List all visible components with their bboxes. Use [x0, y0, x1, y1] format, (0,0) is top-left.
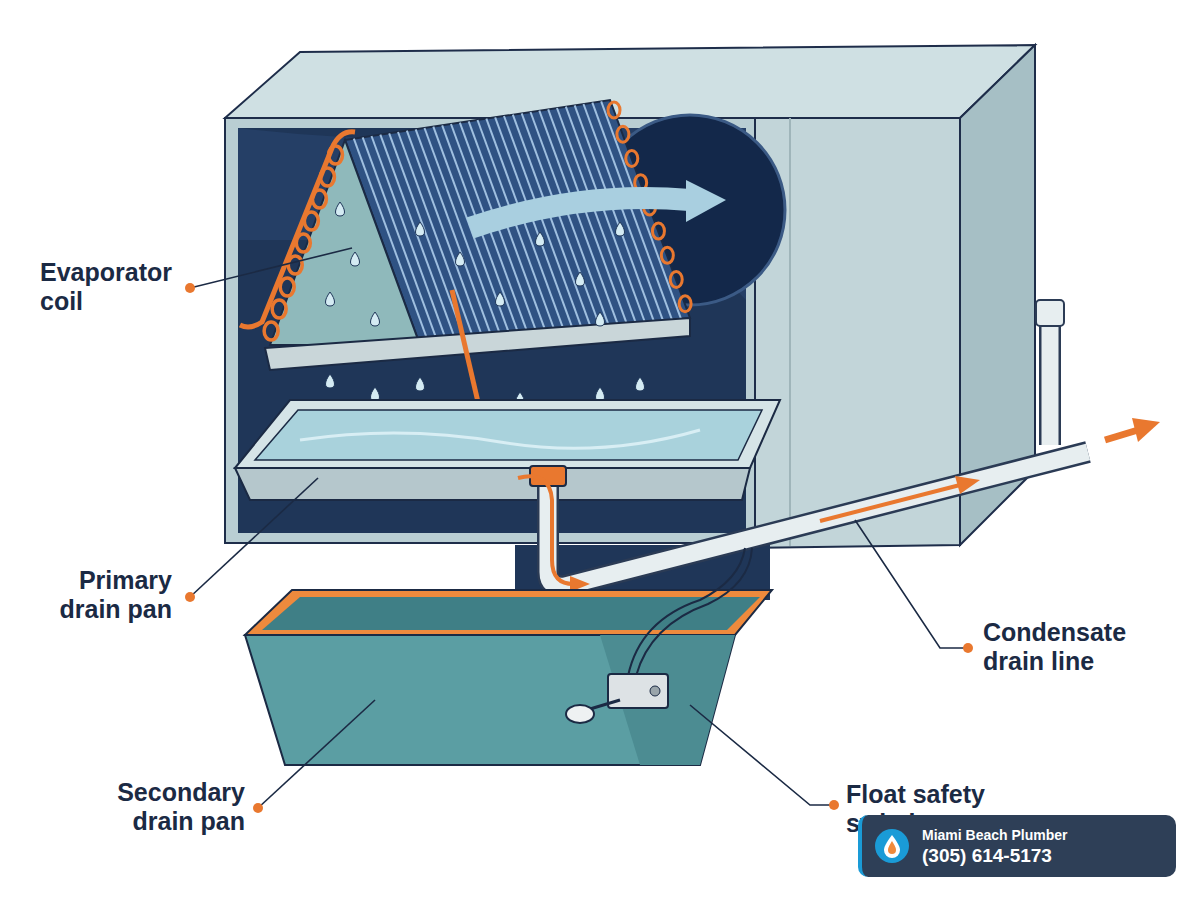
switch-screw — [650, 686, 660, 696]
water-drop — [326, 292, 335, 306]
leader-line — [690, 705, 834, 805]
tube-bend — [280, 278, 294, 296]
tube-bend — [670, 272, 682, 288]
badge-logo — [874, 828, 910, 864]
water-ripple — [300, 430, 700, 448]
leader-dot — [829, 800, 839, 810]
part-label: Primary drain pan — [50, 566, 172, 624]
switch-wire — [628, 548, 745, 676]
riser-cap — [1036, 300, 1064, 326]
phone-number: (305) 614-5173 — [922, 844, 1166, 867]
float-switch-body — [608, 674, 668, 708]
primary-pan-rim — [235, 400, 780, 468]
tube-bend — [626, 150, 638, 166]
water-drop — [336, 202, 345, 216]
leader-dot — [963, 643, 973, 653]
coil-fin — [601, 101, 681, 319]
pipe-outline — [548, 452, 1088, 586]
tube-bend — [264, 322, 278, 340]
water-drop — [616, 222, 625, 236]
float — [566, 705, 594, 723]
water-drop — [351, 252, 360, 266]
water-drop — [371, 387, 380, 401]
leader-line — [855, 520, 968, 648]
tube-bend — [272, 300, 286, 318]
leader-dot — [253, 803, 263, 813]
switch-wire — [636, 548, 752, 676]
logo-flame — [888, 841, 896, 854]
coil-fin — [398, 132, 474, 340]
contact-badge: Miami Beach Plumber(305) 614-5173 — [858, 815, 1176, 877]
coil-fin — [584, 104, 664, 321]
primary-pan-water — [255, 410, 762, 460]
water-drop — [496, 292, 505, 306]
water-drop — [416, 377, 425, 391]
company-name: Miami Beach Plumber — [922, 827, 1166, 844]
condensate-pipe — [548, 452, 1088, 586]
water-drop — [636, 377, 645, 391]
outlet-arrow — [1105, 430, 1138, 440]
flow-path — [518, 476, 575, 584]
leader-line — [258, 700, 375, 808]
water-drop — [326, 374, 335, 388]
cabinet-top — [225, 45, 1035, 118]
tube-bend — [288, 256, 302, 274]
tube-bend — [652, 223, 664, 239]
pipe-flow-head — [955, 476, 980, 494]
pipe-flow-arrow — [820, 485, 960, 521]
water-drop — [371, 312, 380, 326]
leader-dot — [185, 283, 195, 293]
airflow-head — [686, 180, 726, 222]
coil-fin — [407, 131, 483, 339]
water-drop — [576, 272, 585, 286]
secondary-pan-rim — [245, 590, 772, 635]
water-drop — [596, 312, 605, 326]
tube-bend — [608, 102, 620, 118]
airflow-arrow — [470, 198, 690, 228]
tube-bend — [679, 296, 691, 312]
refrigerant-tube — [240, 132, 355, 327]
tube-bend — [661, 247, 673, 263]
water-drop — [456, 252, 465, 266]
logo-drop — [884, 835, 900, 858]
part-label: Condensate drain line — [983, 618, 1133, 676]
logo-circle — [875, 829, 909, 863]
part-label: Secondary drain pan — [108, 778, 245, 836]
water-drop — [596, 387, 605, 401]
tube-bend — [617, 126, 629, 142]
part-label: Evaporator coil — [40, 258, 190, 316]
leader-line — [190, 248, 352, 288]
leader-line — [190, 478, 318, 597]
coil-fin — [592, 103, 672, 320]
secondary-pan-body — [245, 635, 735, 765]
coil-tubes — [264, 102, 691, 340]
panel-seam — [789, 118, 791, 546]
riser-outline — [1040, 312, 1050, 445]
coil-tray — [265, 318, 690, 370]
secondary-pan-shade — [600, 635, 735, 765]
leader-dot — [185, 592, 195, 602]
water-drop — [416, 222, 425, 236]
vent-riser — [1040, 312, 1050, 445]
water-drop — [536, 232, 545, 246]
outlet-head — [1132, 418, 1160, 442]
